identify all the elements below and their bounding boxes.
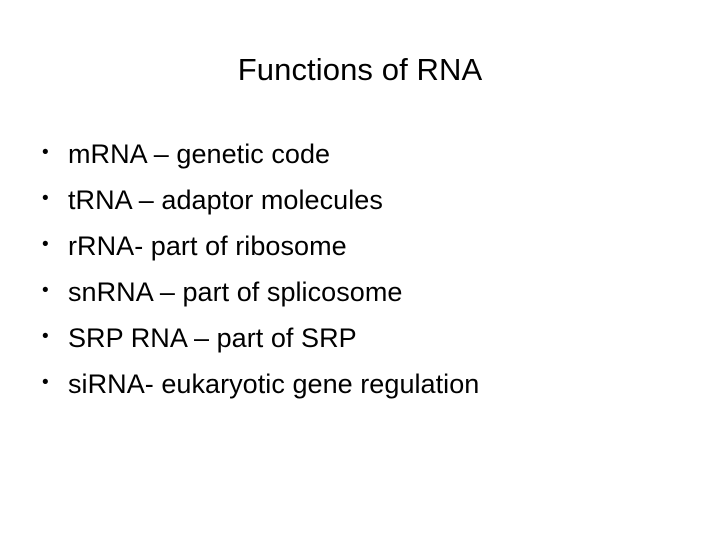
bullet-list: • mRNA – genetic code • tRNA – adaptor m… (30, 131, 690, 407)
bullet-dot-icon: • (42, 326, 49, 347)
bullet-dot-icon: • (42, 188, 49, 209)
bullet-dot-icon: • (42, 234, 49, 255)
list-item: • mRNA – genetic code (30, 131, 690, 177)
list-item: • siRNA- eukaryotic gene regulation (30, 361, 690, 407)
bullet-dot-icon: • (42, 142, 49, 163)
list-item-label: snRNA – part of splicosome (68, 277, 403, 307)
bullet-dot-icon: • (42, 372, 49, 393)
list-item: • rRNA- part of ribosome (30, 223, 690, 269)
list-item-label: siRNA- eukaryotic gene regulation (68, 369, 480, 399)
list-item-label: tRNA – adaptor molecules (68, 185, 383, 215)
list-item: • tRNA – adaptor molecules (30, 177, 690, 223)
list-item-label: rRNA- part of ribosome (68, 231, 347, 261)
list-item: • snRNA – part of splicosome (30, 269, 690, 315)
list-item-label: SRP RNA – part of SRP (68, 323, 357, 353)
bullet-dot-icon: • (42, 280, 49, 301)
list-item-label: mRNA – genetic code (68, 139, 331, 169)
list-item: • SRP RNA – part of SRP (30, 315, 690, 361)
page-title: Functions of RNA (237, 52, 483, 87)
